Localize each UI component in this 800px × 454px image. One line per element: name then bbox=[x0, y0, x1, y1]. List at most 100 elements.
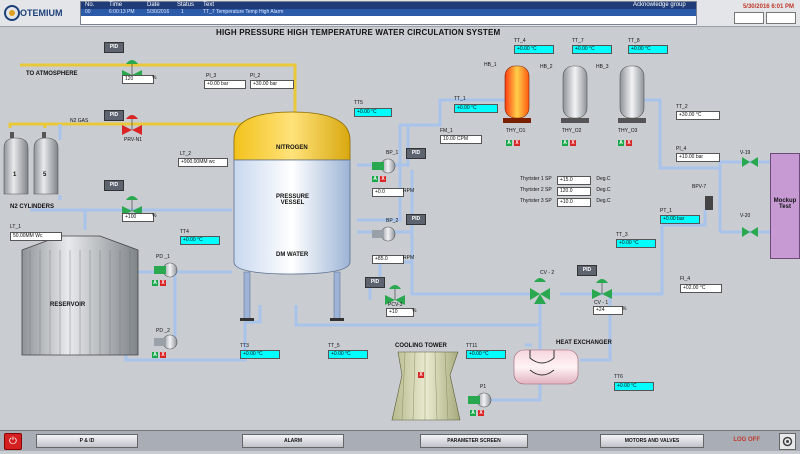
pid-button-cv1[interactable]: PID bbox=[577, 265, 597, 276]
tag-tt4: TT_4 bbox=[514, 38, 526, 44]
alarm-row-no: 00 bbox=[85, 9, 91, 15]
alarm-row-status: 1 bbox=[181, 9, 184, 15]
value-lt2: +900.00MM wc bbox=[178, 158, 228, 167]
thy1-stop-button[interactable]: X bbox=[514, 140, 520, 146]
thyristor-row-3: Thyrister 3 SP +10.0 Deg.C bbox=[520, 197, 611, 207]
value-fm1: 10.00 CPM bbox=[440, 135, 482, 144]
value-tt4: +0.00 °C bbox=[514, 45, 554, 54]
nav-pid-button[interactable]: P & ID bbox=[36, 434, 138, 448]
tag-hb1: HB_1 bbox=[484, 62, 497, 68]
pid-button-bp2[interactable]: PID bbox=[406, 214, 426, 225]
header-button-2[interactable] bbox=[766, 12, 796, 24]
tag-hb2: HB_2 bbox=[540, 64, 553, 70]
tag-pi3: PI_3 bbox=[206, 73, 217, 79]
page-title: HIGH PRESSURE HIGH TEMPERATURE WATER CIR… bbox=[216, 28, 501, 37]
thyristor-1-unit: Deg.C bbox=[596, 176, 611, 182]
value-bp1[interactable]: +0.0 bbox=[372, 188, 404, 197]
value-fi4: +02.00 °C bbox=[680, 284, 722, 293]
label-cooling-tower: COOLING TOWER bbox=[395, 343, 447, 349]
header-bar: OTEMIUM No. Time Date Status Text Acknow… bbox=[0, 0, 800, 27]
label-reservoir: RESERVOIR bbox=[50, 302, 86, 308]
pressure-vessel bbox=[233, 111, 351, 321]
heater-hb2 bbox=[561, 65, 589, 123]
label-to-atmosphere: TO ATMOSPHERE bbox=[26, 71, 78, 77]
alarm-row[interactable]: 00 6:00:13 PM 5/30/2016 1 TT_7 Temperatu… bbox=[81, 9, 696, 16]
bp1-start-button[interactable]: A bbox=[372, 176, 378, 182]
thy3-start-button[interactable]: A bbox=[618, 140, 624, 146]
label-heat-exchanger: HEAT EXCHANGER bbox=[556, 340, 612, 346]
value-tt8: +0.00 °C bbox=[628, 45, 668, 54]
power-icon[interactable]: ⏻ bbox=[4, 433, 22, 450]
tag-hb3: HB_3 bbox=[596, 64, 609, 70]
tag-lt1: LT_1 bbox=[10, 224, 22, 230]
settings-icon[interactable] bbox=[779, 433, 796, 450]
alarm-panel[interactable]: No. Time Date Status Text Acknowledge gr… bbox=[80, 1, 697, 25]
pd1-start-button[interactable]: A bbox=[152, 280, 158, 286]
label-n2-gas: N2 GAS bbox=[70, 118, 89, 124]
tag-tt1: TT_1 bbox=[454, 96, 466, 102]
value-pi4: +10.00 bar bbox=[676, 153, 720, 162]
tag-prv-n1: PRV-N1 bbox=[124, 137, 142, 143]
thyristor-3-label: Thyrister 3 SP bbox=[520, 198, 552, 204]
logoff-link[interactable]: LOG OFF bbox=[733, 437, 760, 443]
thyristor-2-label: Thyrister 2 SP bbox=[520, 187, 552, 193]
thy1-start-button[interactable]: A bbox=[506, 140, 512, 146]
thyristor-1-value[interactable]: +15.0 bbox=[556, 176, 591, 185]
pd2-start-button[interactable]: A bbox=[152, 352, 158, 358]
alarm-col-status: Status bbox=[177, 2, 195, 8]
tag-tt3b: TT3 bbox=[240, 343, 249, 349]
tag-tt2: TT_2 bbox=[676, 104, 688, 110]
header-button-1[interactable] bbox=[734, 12, 764, 24]
alarm-col-no: No. bbox=[85, 2, 95, 8]
value-tt6: +0.00 °C bbox=[614, 382, 654, 391]
value-tt4b: +0.00 °C bbox=[180, 236, 220, 245]
value-cv1[interactable]: +24 bbox=[593, 306, 623, 315]
value-tt2: +30.00 °C bbox=[676, 111, 720, 120]
nav-motors-valves-button[interactable]: MOTORS AND VALVES bbox=[600, 434, 704, 448]
pid-button-prv[interactable]: PID bbox=[104, 110, 124, 121]
tag-pcv3: PCV-3 bbox=[388, 302, 403, 308]
pd2-stop-button[interactable]: X bbox=[160, 352, 166, 358]
pid-button-pcv3[interactable]: PID bbox=[365, 277, 385, 288]
unit-pcv3: % bbox=[412, 308, 417, 314]
pid-button-bp1[interactable]: PID bbox=[406, 148, 426, 159]
bp1-stop-button[interactable]: X bbox=[380, 176, 386, 182]
value-pcv1[interactable]: +100 bbox=[122, 213, 154, 222]
unit-cv1: % bbox=[622, 306, 627, 312]
tag-lt2: LT_2 bbox=[180, 151, 192, 157]
thy3-stop-button[interactable]: X bbox=[626, 140, 632, 146]
value-bp2[interactable]: +85.0 bbox=[372, 255, 404, 264]
thy2-start-button[interactable]: A bbox=[562, 140, 568, 146]
thyristor-row-1: Thyrister 1 SP +15.0 Deg.C bbox=[520, 175, 611, 185]
heater-hb1 bbox=[503, 65, 531, 123]
alarm-row-date: 5/30/2016 bbox=[147, 9, 170, 15]
pd1-stop-button[interactable]: X bbox=[160, 280, 166, 286]
value-pcv2[interactable]: 120 bbox=[122, 75, 154, 84]
tag-tt4b: TT4 bbox=[180, 229, 189, 235]
mockup-test-block: Mockup Test bbox=[770, 153, 800, 259]
tag-thy1: THY_O1 bbox=[506, 128, 526, 134]
thyristor-3-value[interactable]: +10.0 bbox=[556, 198, 591, 207]
thyristor-2-value[interactable]: 120.0 bbox=[556, 187, 591, 196]
nav-parameter-button[interactable]: PARAMETER SCREEN bbox=[420, 434, 528, 448]
bottom-nav-bar: ⏻ P & ID ALARM PARAMETER SCREEN MOTORS A… bbox=[0, 430, 800, 451]
p1-stop-button[interactable]: X bbox=[478, 410, 484, 416]
heater-hb3 bbox=[618, 65, 646, 123]
cooling-tower-stop-button[interactable]: X bbox=[418, 372, 424, 378]
pid-button-pcv1[interactable]: PID bbox=[104, 180, 124, 191]
pid-button-pcv2[interactable]: PID bbox=[104, 42, 124, 53]
alarm-col-date: Date bbox=[147, 2, 160, 8]
brand-logo-icon bbox=[4, 5, 20, 21]
tag-v19: V-19 bbox=[740, 150, 751, 156]
thy2-stop-button[interactable]: X bbox=[570, 140, 576, 146]
unit-pcv2: % bbox=[152, 75, 157, 81]
value-lt1: 50.00MM Wc bbox=[10, 232, 62, 241]
nav-alarm-button[interactable]: ALARM bbox=[242, 434, 344, 448]
value-tt5: +0.00 °C bbox=[354, 108, 392, 117]
alarm-header: No. Time Date Status Text Acknowledge gr… bbox=[81, 2, 696, 9]
p1-start-button[interactable]: A bbox=[470, 410, 476, 416]
tag-pd1: PD _1 bbox=[156, 254, 170, 260]
value-pcv3[interactable]: +10 bbox=[386, 308, 414, 317]
tag-tt8: TT_8 bbox=[628, 38, 640, 44]
